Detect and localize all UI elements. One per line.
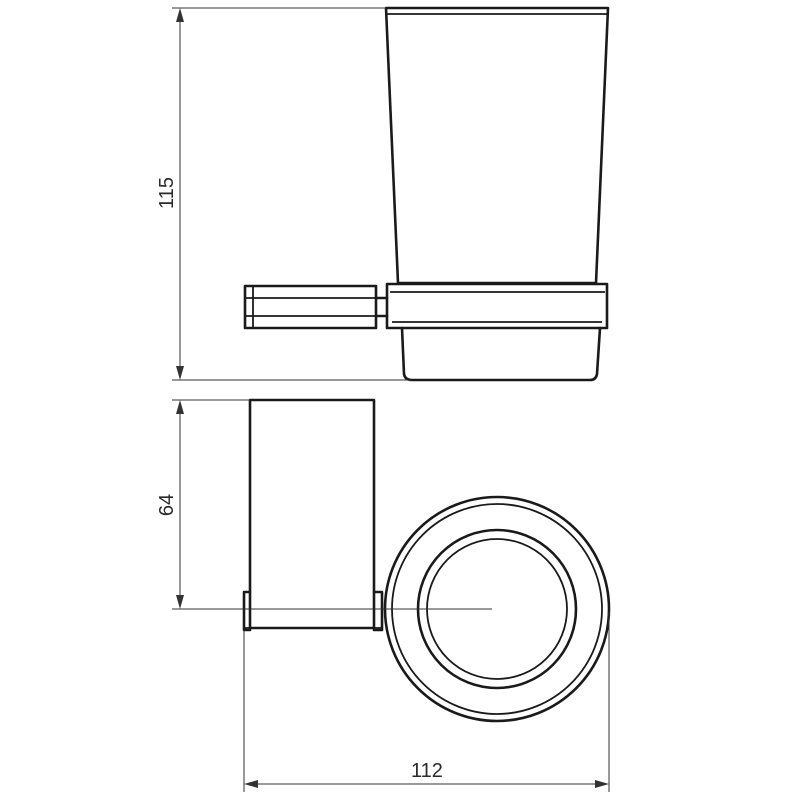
dimension-label-112: 112 xyxy=(411,760,443,782)
tumbler-glass xyxy=(384,6,610,285)
dimension-label-115: 115 xyxy=(156,177,178,209)
dimension-height: 115 xyxy=(156,7,412,381)
holder-arm xyxy=(374,296,389,318)
arrow-depth-up xyxy=(176,400,184,414)
dimension-width: 112 xyxy=(243,612,610,792)
tumbler-bottom xyxy=(400,326,602,382)
wall-plate-flange-left xyxy=(242,590,252,632)
side-view xyxy=(243,6,610,382)
dimension-label-64: 64 xyxy=(156,494,178,516)
arrow-up xyxy=(176,8,184,22)
arrow-depth-down xyxy=(176,595,184,609)
arrow-right xyxy=(595,780,609,788)
top-view xyxy=(172,398,611,723)
arrow-left xyxy=(244,780,258,788)
wall-plate-flange-right xyxy=(372,590,384,632)
dimension-depth: 64 xyxy=(156,399,250,609)
wall-plate-top xyxy=(248,398,376,630)
arrow-down xyxy=(176,366,184,380)
holder-ring xyxy=(385,282,609,330)
wall-mount xyxy=(243,284,378,330)
